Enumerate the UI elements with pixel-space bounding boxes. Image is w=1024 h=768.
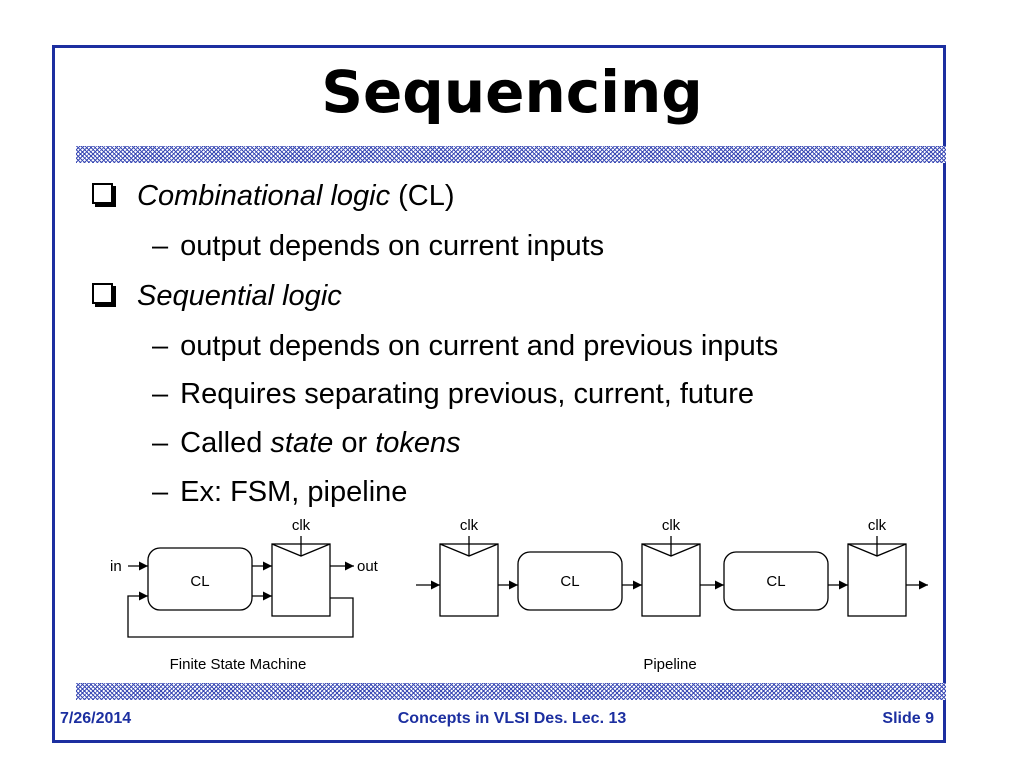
fsm-clk-label: clk [292, 517, 311, 534]
sub-cl-output: –output depends on current inputs [152, 230, 605, 262]
fsm-cl-label: CL [190, 573, 209, 590]
bullet-emphasis: Sequential logic [137, 280, 342, 312]
slide-title: Sequencing [321, 58, 703, 126]
fsm-out-label: out [357, 558, 379, 575]
fsm-feedback-path [127, 591, 354, 638]
sub-example: –Ex: FSM, pipeline [152, 476, 408, 508]
pipeline-clk-label-3: clk [868, 517, 887, 534]
bullet-combinational: Combinational logic (CL) [92, 180, 455, 213]
fsm-cl-block [147, 547, 253, 611]
pipeline-cl-label-2: CL [766, 573, 785, 590]
sub-called: –Called state or tokens [152, 427, 461, 459]
checkbox-bullet-icon [92, 283, 113, 304]
fsm-caption: Finite State Machine [170, 656, 307, 673]
pipeline-diagram [416, 536, 928, 617]
checkbox-bullet-icon [92, 183, 113, 204]
sub-requires: –Requires separating previous, current, … [152, 378, 754, 410]
footer-date: 7/26/2014 [60, 710, 132, 727]
pipeline-cl-block-2 [723, 551, 829, 611]
pipeline-cl-block-1 [517, 551, 623, 611]
pipeline-clk-label-2: clk [662, 517, 681, 534]
footer-course: Concepts in VLSI Des. Lec. 13 [397, 710, 627, 727]
bottom-divider [76, 683, 946, 700]
pipeline-clk-label-1: clk [460, 517, 479, 534]
top-divider [76, 146, 946, 163]
footer-slide-number: Slide 9 [882, 710, 934, 727]
bullet-emphasis: Combinational logic [137, 180, 391, 212]
fsm-in-label: in [110, 558, 122, 575]
pipeline-caption: Pipeline [643, 656, 696, 673]
bullet-sequential: Sequential logic [92, 280, 342, 313]
bullet-rest: (CL) [390, 180, 455, 212]
fsm-diagram [127, 536, 354, 638]
pipeline-cl-label-1: CL [560, 573, 579, 590]
sub-seq-output: –output depends on current and previous … [152, 330, 779, 362]
